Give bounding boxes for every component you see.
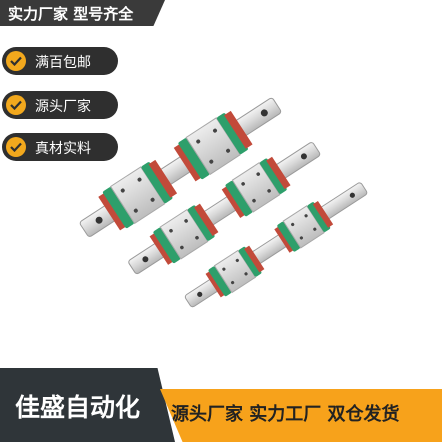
badge-label: 真材实料 [35, 141, 91, 157]
badge-source-factory: 源头厂家 [2, 91, 118, 119]
linear-guide-medium [128, 142, 321, 275]
badge-free-shipping: 满百包邮 [2, 47, 118, 75]
linear-guide-product-image [79, 97, 368, 308]
linear-guide-small [184, 182, 368, 308]
check-icon [6, 51, 26, 71]
linear-guide-large [79, 97, 282, 237]
check-icon [6, 95, 26, 115]
badge-label: 源头厂家 [35, 99, 91, 115]
badge-label: 满百包邮 [35, 55, 91, 71]
check-icon [6, 137, 26, 157]
badge-genuine-material: 真材实料 [2, 133, 118, 161]
top-banner: 实力厂家 型号齐全 [0, 0, 165, 26]
top-banner-text: 实力厂家 型号齐全 [8, 5, 134, 23]
brand-banner: 佳盛自动化 [0, 368, 175, 442]
slogan-text: 源头厂家 实力工厂 双仓发货 [171, 404, 400, 425]
brand-name: 佳盛自动化 [15, 393, 141, 422]
slogan-banner: 源头厂家 实力工厂 双仓发货 [160, 389, 442, 442]
